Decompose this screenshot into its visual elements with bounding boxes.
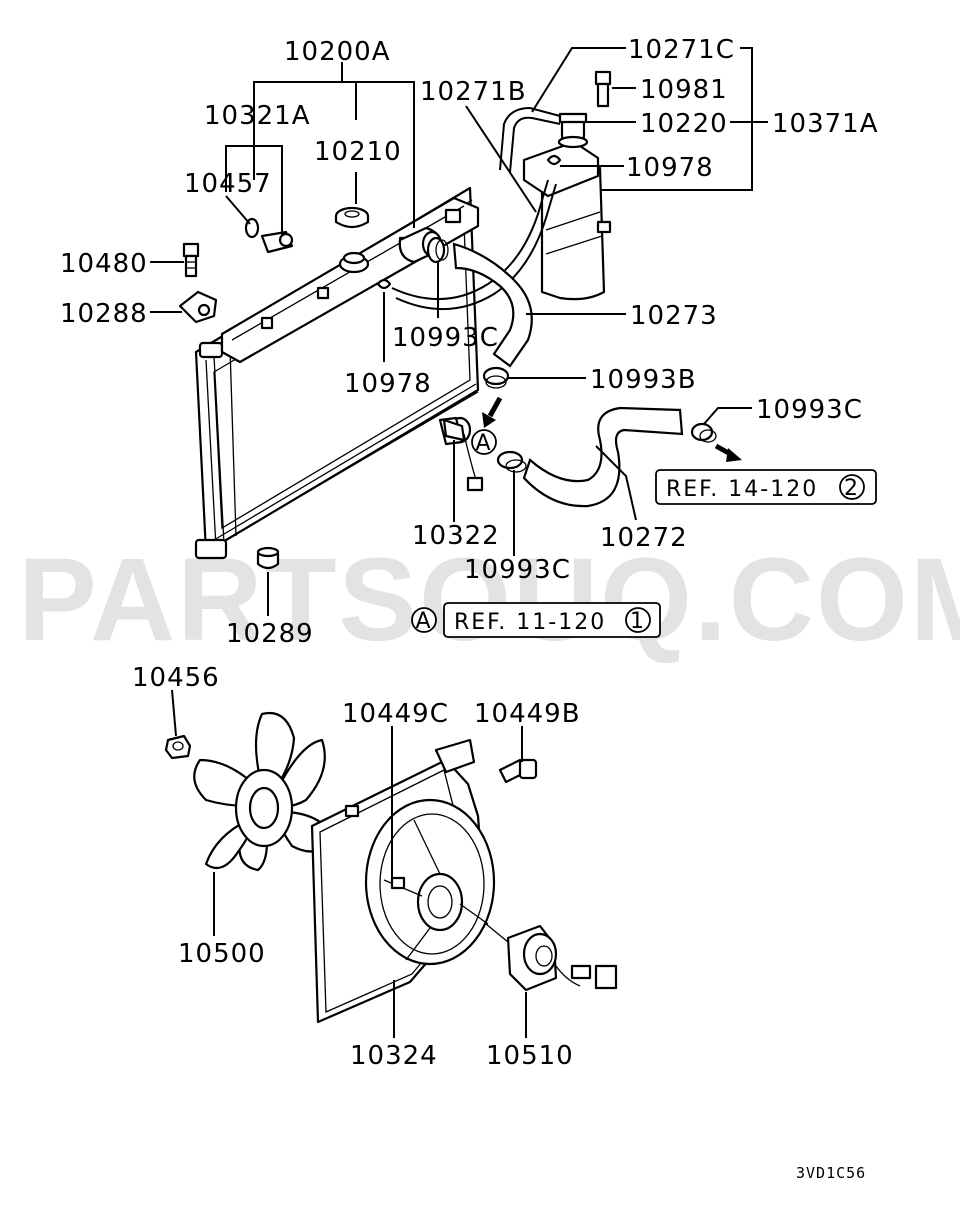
label-10273: 10273 bbox=[630, 301, 718, 331]
sensor-10322[interactable] bbox=[442, 418, 484, 492]
reserve-tank-cap-10220[interactable] bbox=[557, 112, 589, 149]
bolt-10449B[interactable] bbox=[498, 758, 538, 784]
label-10289: 10289 bbox=[226, 619, 314, 649]
fan-shroud-10324[interactable] bbox=[310, 738, 496, 1024]
svg-text:2: 2 bbox=[844, 476, 860, 501]
leader-lines bbox=[150, 47, 768, 1038]
fan-motor-10510[interactable] bbox=[506, 924, 618, 992]
clip-10978-small[interactable] bbox=[376, 278, 392, 290]
hose-clamp-10993C-lower[interactable] bbox=[496, 450, 527, 473]
svg-text:REF. 11-120: REF. 11-120 bbox=[454, 610, 606, 635]
label-10981: 10981 bbox=[640, 75, 728, 105]
svg-text:1: 1 bbox=[630, 609, 646, 634]
ref-14-120-box[interactable]: REF. 14-120 2 bbox=[655, 469, 877, 505]
clip-10978-tank[interactable] bbox=[546, 154, 562, 166]
mount-10289[interactable] bbox=[256, 546, 280, 570]
label-10449C: 10449C bbox=[342, 699, 449, 729]
reserve-tank[interactable] bbox=[522, 140, 612, 301]
label-10220: 10220 bbox=[640, 109, 728, 139]
watermark: PARTSOUQ.COM bbox=[18, 534, 960, 666]
drain-cock-10321A[interactable] bbox=[260, 230, 294, 254]
bolt-10480[interactable] bbox=[182, 242, 200, 278]
label-10324: 10324 bbox=[350, 1041, 438, 1071]
label-10200A: 10200A bbox=[284, 37, 391, 67]
svg-text:A: A bbox=[415, 609, 432, 634]
label-10210: 10210 bbox=[314, 137, 402, 167]
arrow-right-icon bbox=[714, 443, 742, 462]
label-10321A: 10321A bbox=[204, 101, 311, 131]
fan-blade-10500[interactable] bbox=[193, 711, 336, 872]
label-10993C-upper: 10993C bbox=[392, 323, 499, 353]
overflow-hose-10271B[interactable] bbox=[391, 179, 557, 311]
radiator-cap-10210[interactable] bbox=[334, 206, 370, 229]
label-10288: 10288 bbox=[60, 299, 148, 329]
marker-a: A bbox=[471, 429, 497, 456]
diagram-code: 3VD1C56 bbox=[796, 1164, 866, 1182]
bolt-10981[interactable] bbox=[594, 70, 612, 108]
arrow-down-icon bbox=[482, 396, 503, 428]
label-10480: 10480 bbox=[60, 249, 148, 279]
label-10993B: 10993B bbox=[590, 365, 697, 395]
nut-10456[interactable] bbox=[164, 734, 192, 760]
ref-11-120-box[interactable]: A REF. 11-120 1 bbox=[411, 602, 661, 638]
label-10371A: 10371A bbox=[772, 109, 879, 139]
lower-hose-10272[interactable] bbox=[522, 406, 684, 508]
label-10272: 10272 bbox=[600, 523, 688, 553]
label-10978-tank: 10978 bbox=[626, 153, 714, 183]
hose-10271C[interactable] bbox=[499, 106, 561, 173]
hose-clamp-10993B[interactable] bbox=[482, 366, 510, 389]
label-10271C: 10271C bbox=[628, 35, 735, 65]
label-10510: 10510 bbox=[486, 1041, 574, 1071]
bracket-10288[interactable] bbox=[178, 290, 218, 324]
label-10457: 10457 bbox=[184, 169, 272, 199]
upper-hose-10273[interactable] bbox=[452, 242, 533, 368]
label-10500: 10500 bbox=[178, 939, 266, 969]
svg-text:A: A bbox=[475, 431, 492, 456]
label-10456: 10456 bbox=[132, 663, 220, 693]
part-labels: 10200A 10321A 10210 10457 10480 10288 10… bbox=[60, 35, 879, 1071]
hose-clamp-10993C-upper[interactable] bbox=[426, 236, 449, 264]
label-10993C-right: 10993C bbox=[756, 395, 863, 425]
svg-text:REF. 14-120: REF. 14-120 bbox=[666, 477, 818, 502]
label-10322: 10322 bbox=[412, 521, 500, 551]
label-10271B: 10271B bbox=[420, 77, 527, 107]
hose-clamp-10993C-right[interactable] bbox=[690, 422, 717, 443]
label-10449B: 10449B bbox=[474, 699, 581, 729]
label-10993C-lower: 10993C bbox=[464, 555, 571, 585]
radiator-cap[interactable] bbox=[338, 251, 370, 274]
label-10978-radiator: 10978 bbox=[344, 369, 432, 399]
